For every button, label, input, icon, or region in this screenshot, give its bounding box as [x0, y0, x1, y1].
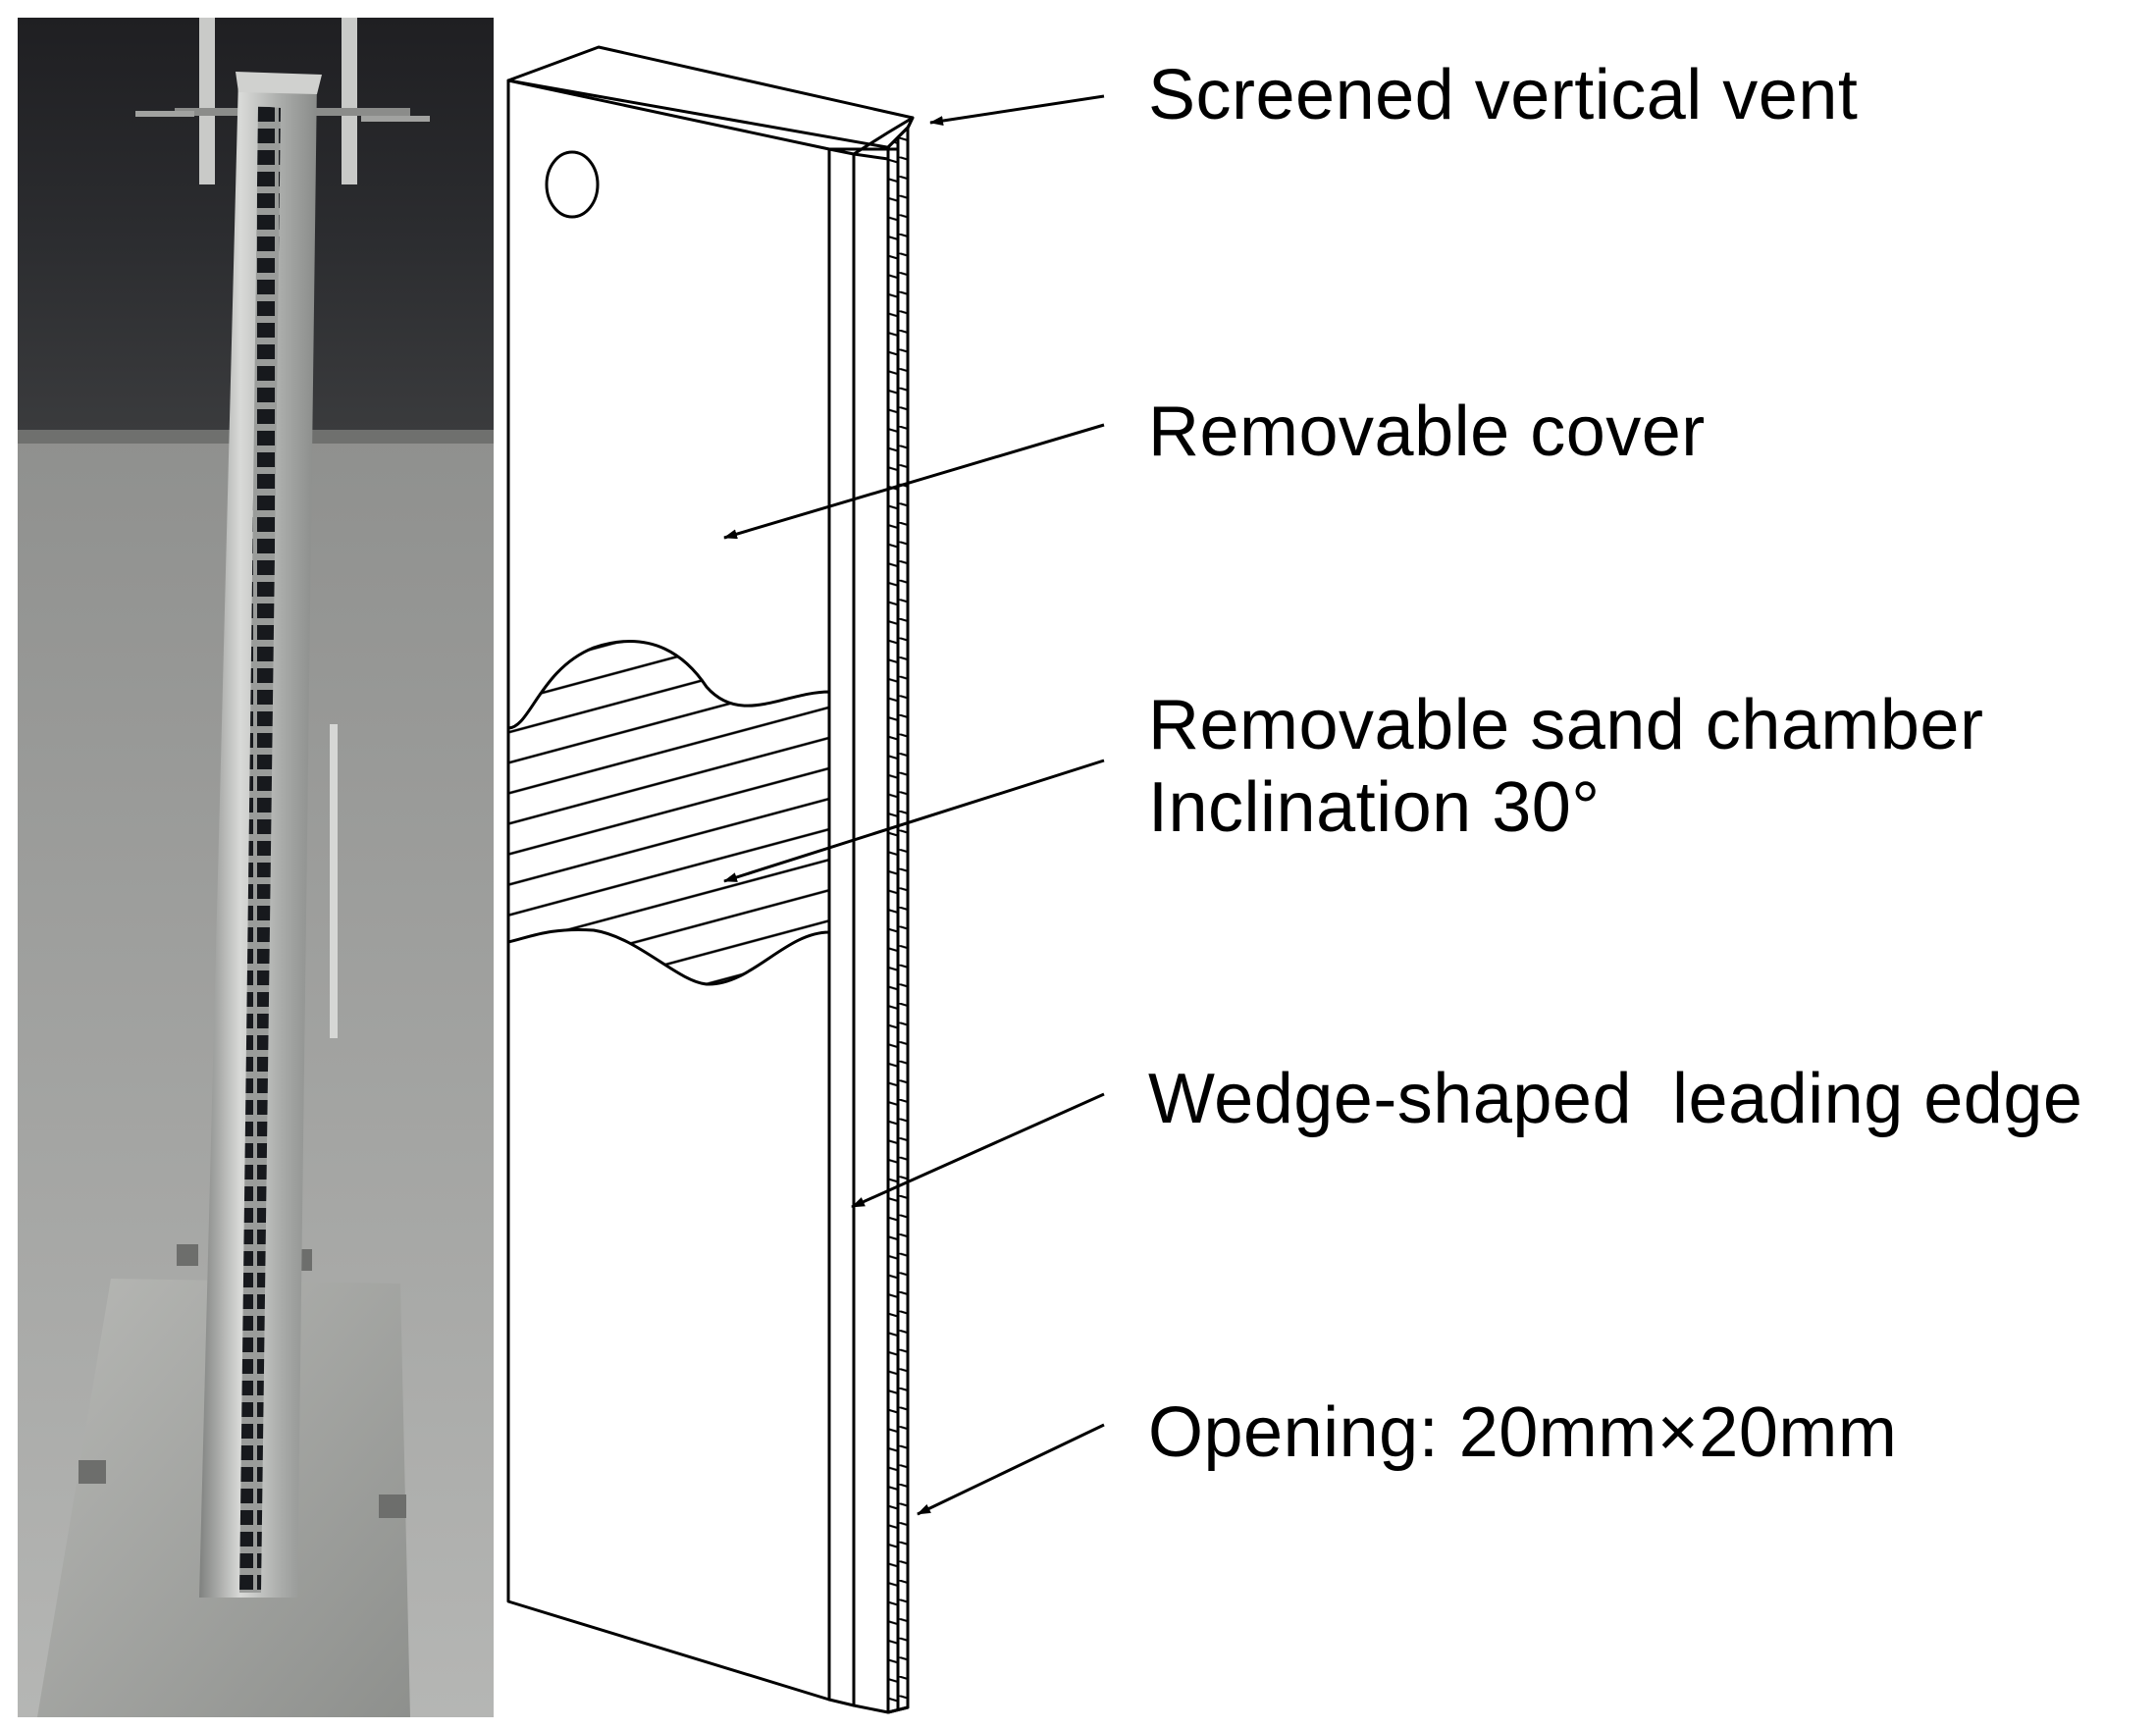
label-removable-sand-chamber: Removable sand chamber Inclination 30° [1148, 684, 1983, 849]
sand-trap-photo [18, 18, 494, 1717]
photo-screen-slots [239, 106, 281, 1593]
arrow-opening [917, 1423, 1105, 1516]
drawing-mounting-hole [545, 150, 600, 219]
label-screened-vertical-vent: Screened vertical vent [1148, 54, 1858, 136]
drawing-wedge-leading-edge [852, 152, 890, 1714]
label-text: Screened vertical vent [1148, 56, 1859, 134]
label-opening-size: Opening: 20mm×20mm [1148, 1391, 1897, 1474]
label-removable-cover: Removable cover [1148, 391, 1706, 473]
label-text: Removable sand chamber [1148, 686, 1984, 764]
photo-frame-post [199, 18, 215, 184]
label-text: Wedge-shaped leading edge [1148, 1060, 2083, 1138]
arrow-removable-cover [723, 423, 1105, 540]
drawing-sand-chamber-cutaway [506, 640, 831, 986]
label-inclination: Inclination 30° [1148, 768, 1601, 847]
arrow-screened-vent [929, 94, 1105, 126]
drawing-side-strip [827, 147, 856, 1707]
label-text: Opening: 20mm×20mm [1148, 1393, 1898, 1472]
label-text: Removable cover [1148, 393, 1706, 471]
label-wedge-shaped-leading-edge: Wedge-shaped leading edge [1148, 1058, 2082, 1140]
arrow-sand-chamber [723, 759, 1105, 883]
arrow-leading-edge [851, 1092, 1105, 1209]
